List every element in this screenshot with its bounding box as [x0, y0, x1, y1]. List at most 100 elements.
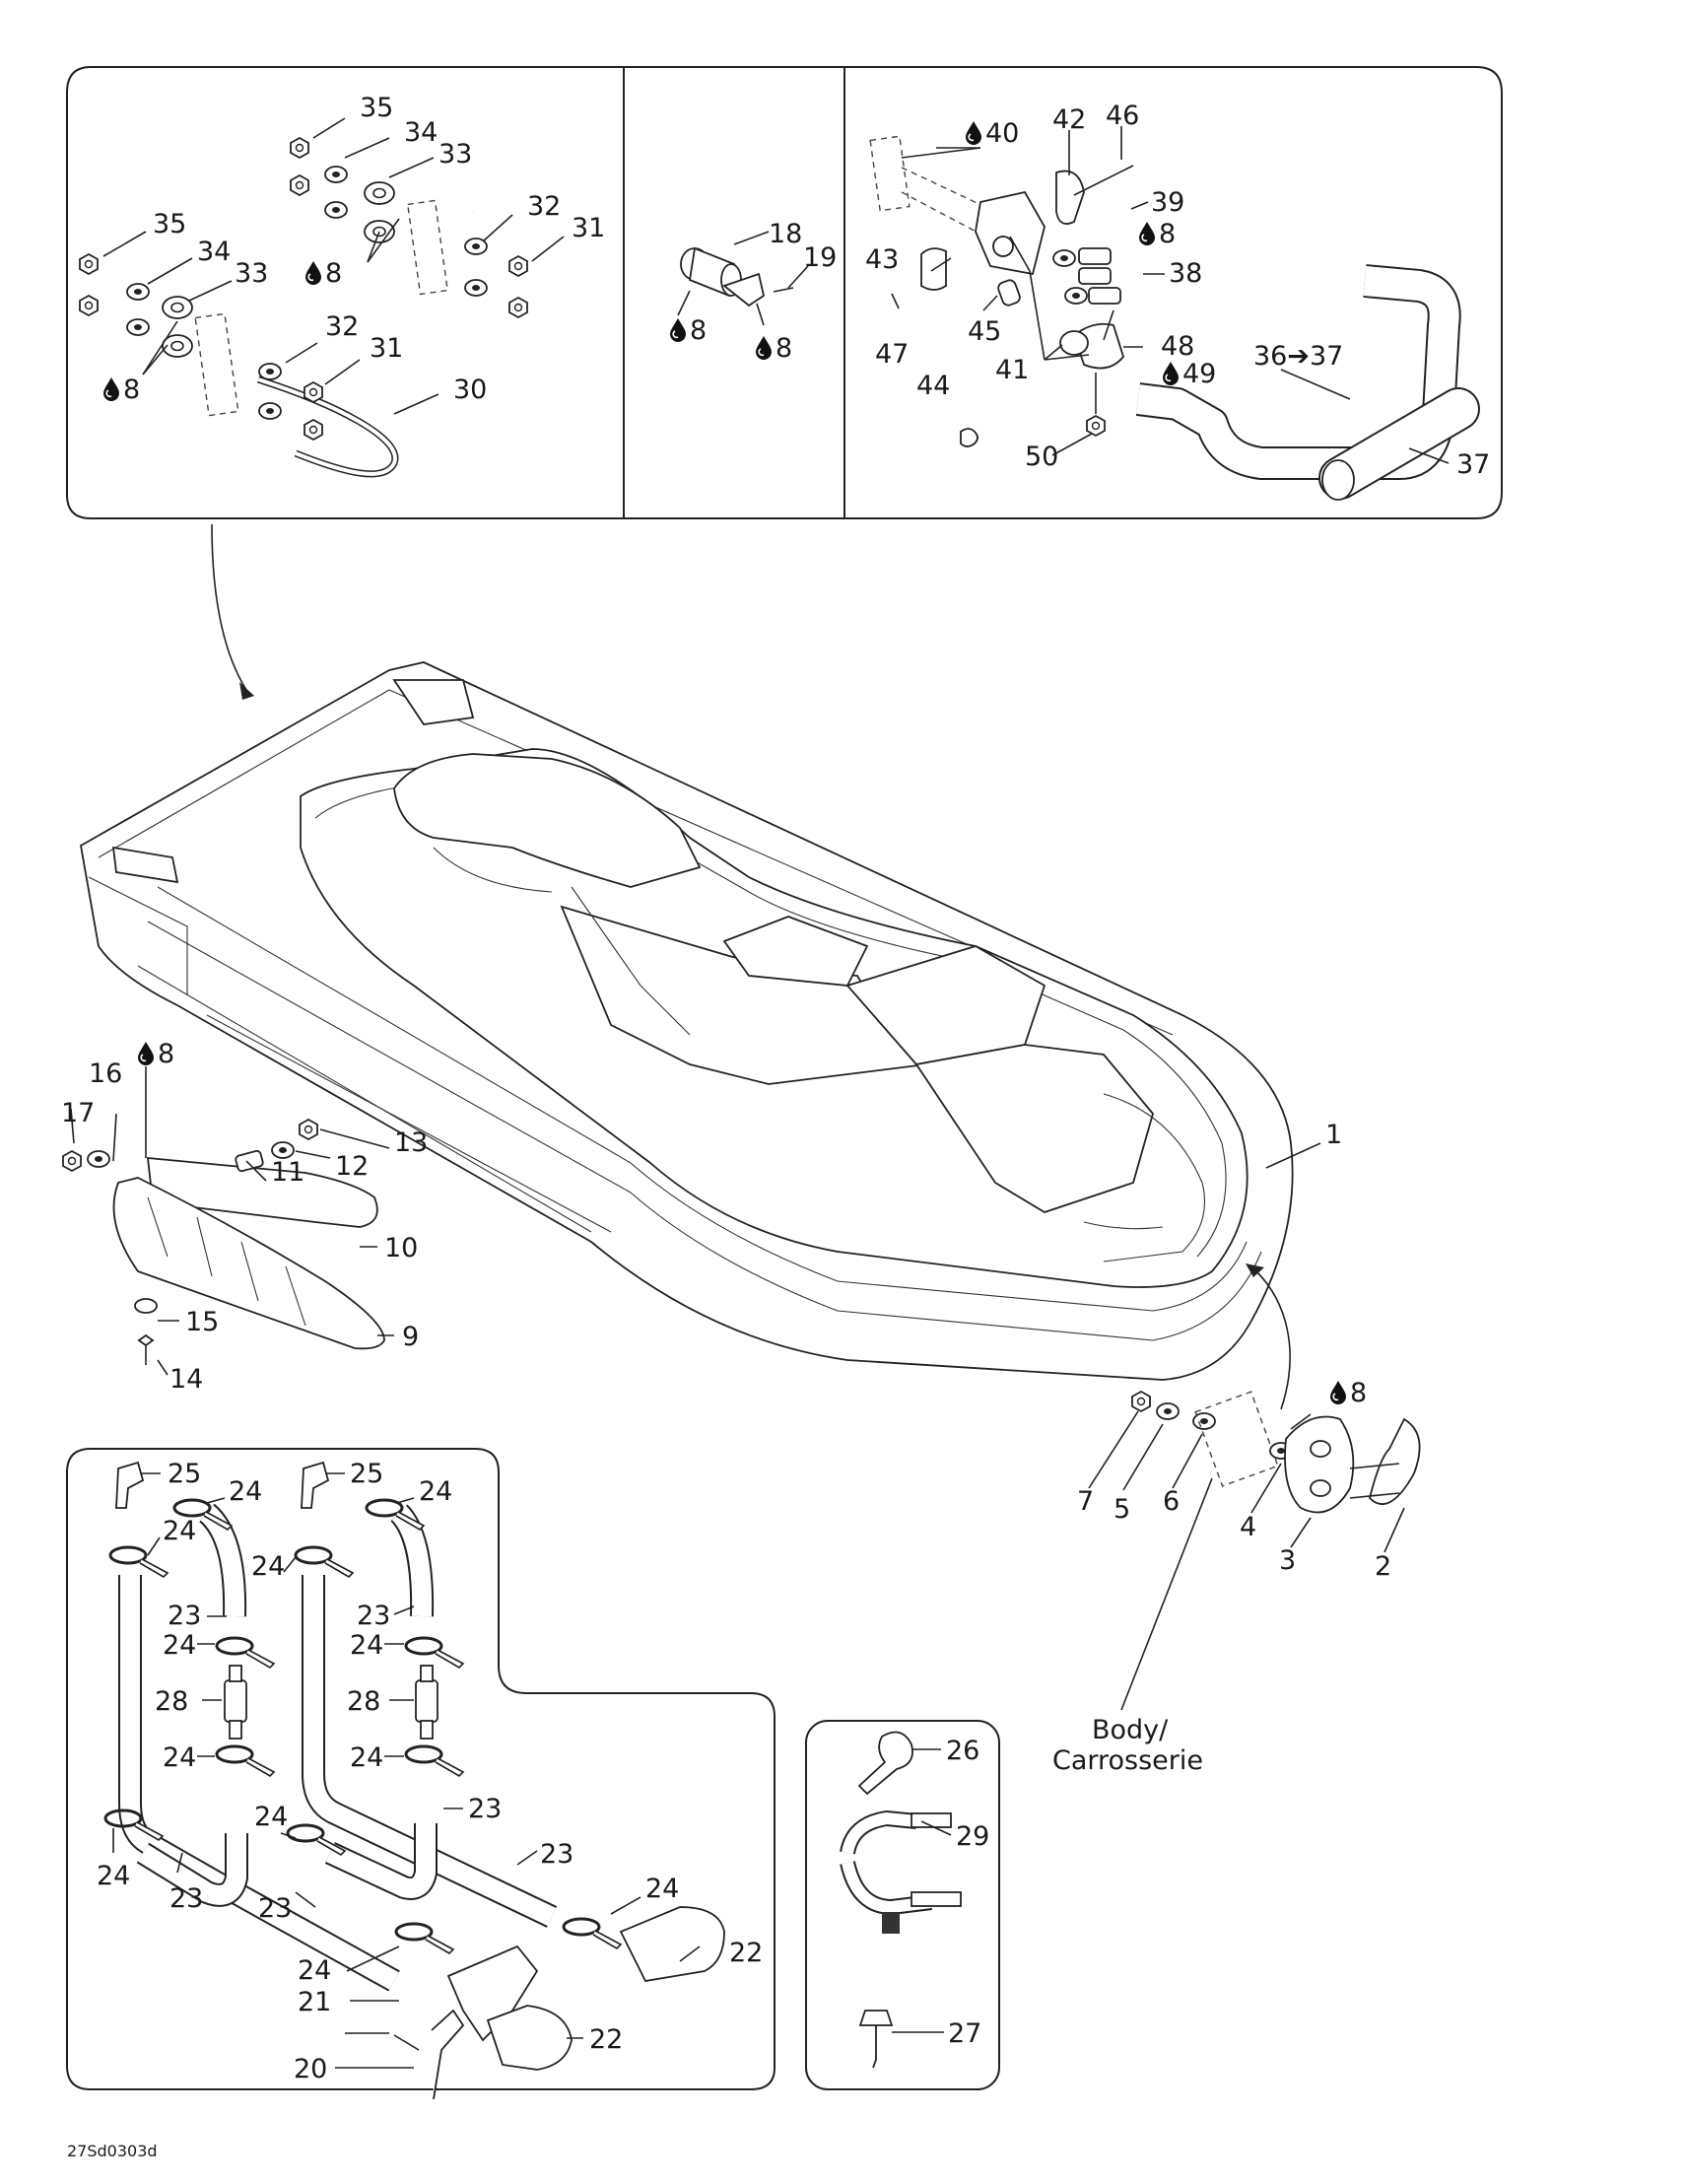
- callout-13: 13: [394, 1127, 428, 1158]
- callout-45: 45: [968, 316, 1001, 347]
- callout-24: 24: [350, 1630, 383, 1661]
- callout-14: 14: [169, 1364, 203, 1395]
- callout-18: 18: [769, 219, 802, 249]
- hose-detail-panel: [66, 1448, 776, 2090]
- callout-35: 35: [360, 93, 393, 123]
- callout-21: 21: [298, 1987, 331, 2017]
- leader-1: [1265, 1142, 1321, 1169]
- adhesive-drop-icon: [965, 120, 982, 146]
- callout-32: 32: [325, 311, 359, 342]
- callout-24: 24: [163, 1630, 196, 1661]
- callout-24: 24: [419, 1476, 452, 1507]
- callout-8: 8: [158, 1039, 174, 1069]
- top-panel-border: [66, 66, 1503, 519]
- clip-detail-panel: [805, 1720, 1000, 2090]
- reboarding-handle-assembly: [869, 126, 1480, 501]
- callout-44: 44: [916, 371, 950, 401]
- callout-24: 24: [163, 1516, 196, 1546]
- callout-27: 27: [948, 2018, 981, 2049]
- callout-24: 24: [350, 1742, 383, 1773]
- callout-16: 16: [89, 1058, 122, 1089]
- body-label-line1: Body/: [1092, 1715, 1169, 1745]
- callout-20: 20: [294, 2054, 327, 2084]
- front-tow-eye-assembly: [1088, 1263, 1421, 1711]
- callout-23: 23: [168, 1601, 201, 1631]
- callout-23: 23: [258, 1893, 292, 1924]
- callout-42: 42: [1052, 104, 1086, 135]
- callout-46: 46: [1106, 101, 1139, 131]
- drain-fitting-assembly: [677, 231, 809, 326]
- callout-3: 3: [1279, 1545, 1296, 1576]
- callout-35: 35: [153, 209, 186, 239]
- callout-25: 25: [350, 1459, 383, 1489]
- callout-8: 8: [123, 375, 140, 405]
- callout-24: 24: [254, 1802, 288, 1832]
- callout-23: 23: [540, 1839, 574, 1870]
- callout-23: 23: [357, 1601, 390, 1631]
- callout-24: 24: [229, 1476, 262, 1507]
- callout-47: 47: [875, 339, 909, 370]
- callout-28: 28: [155, 1686, 188, 1717]
- callout-11: 11: [271, 1157, 304, 1188]
- callout-5: 5: [1113, 1494, 1130, 1525]
- callout-8: 8: [776, 333, 792, 364]
- adhesive-drop-icon: [1329, 1380, 1347, 1405]
- callout-49: 49: [1182, 359, 1216, 389]
- callout-50: 50: [1025, 442, 1058, 472]
- callout-48: 48: [1161, 331, 1194, 362]
- callout-25: 25: [168, 1459, 201, 1489]
- callout-6: 6: [1163, 1486, 1180, 1517]
- adhesive-drop-icon: [669, 317, 687, 343]
- callout-33: 33: [439, 139, 472, 170]
- callout-32: 32: [527, 191, 561, 222]
- callout-22: 22: [589, 2024, 623, 2055]
- hose-system: [103, 1461, 725, 2100]
- callout-1: 1: [1325, 1120, 1342, 1150]
- callout-24: 24: [645, 1874, 679, 1904]
- u-bolt-assembly-upper: [290, 137, 604, 327]
- adhesive-drop-icon: [304, 260, 322, 286]
- watercraft-body: [80, 661, 1294, 1381]
- adhesive-drop-icon: [755, 335, 773, 361]
- callout-43: 43: [865, 244, 899, 275]
- callout-10: 10: [384, 1233, 418, 1263]
- top-detail-panel: [66, 66, 1503, 519]
- callout-4: 4: [1240, 1512, 1256, 1542]
- callout-8: 8: [1159, 219, 1176, 249]
- callout-29: 29: [956, 1821, 989, 1852]
- drawing-code: 27Sd0303d: [67, 2142, 158, 2160]
- u-bolt-assembly-lower: [79, 253, 399, 478]
- callout-31: 31: [572, 213, 605, 243]
- sponson-assembly: [62, 1066, 394, 1376]
- callout-2: 2: [1375, 1551, 1391, 1582]
- callout-23: 23: [468, 1794, 502, 1824]
- adhesive-drop-icon: [1162, 361, 1180, 386]
- callout-8: 8: [690, 315, 707, 346]
- callout-28: 28: [347, 1686, 380, 1717]
- callout-24: 24: [298, 1955, 331, 1986]
- callout-15: 15: [185, 1307, 219, 1337]
- callout-38: 38: [1169, 258, 1202, 289]
- callout-40: 40: [985, 118, 1019, 149]
- callout-31: 31: [370, 333, 403, 364]
- callout-9: 9: [402, 1322, 419, 1352]
- callout-30: 30: [453, 375, 487, 405]
- callout-24: 24: [163, 1742, 196, 1773]
- callout-36-37: 36➔37: [1253, 341, 1343, 372]
- callout-24: 24: [97, 1861, 130, 1891]
- callout-34: 34: [404, 117, 438, 148]
- panel-pointer-arrow: [211, 523, 247, 691]
- callout-8: 8: [325, 258, 342, 289]
- callout-17: 17: [61, 1098, 95, 1128]
- callout-labels: 35 34 33 32 31 35 34 33 32 31 30 8 8 18 …: [61, 93, 1490, 2160]
- callout-37: 37: [1456, 449, 1490, 480]
- callout-19: 19: [803, 242, 837, 273]
- callout-39: 39: [1151, 187, 1184, 218]
- callout-22: 22: [729, 1938, 763, 1968]
- callout-8: 8: [1350, 1378, 1367, 1408]
- adhesive-drop-icon: [102, 376, 120, 402]
- callout-33: 33: [235, 258, 268, 289]
- callout-34: 34: [197, 237, 231, 267]
- callout-23: 23: [169, 1883, 203, 1914]
- callout-24: 24: [251, 1551, 285, 1582]
